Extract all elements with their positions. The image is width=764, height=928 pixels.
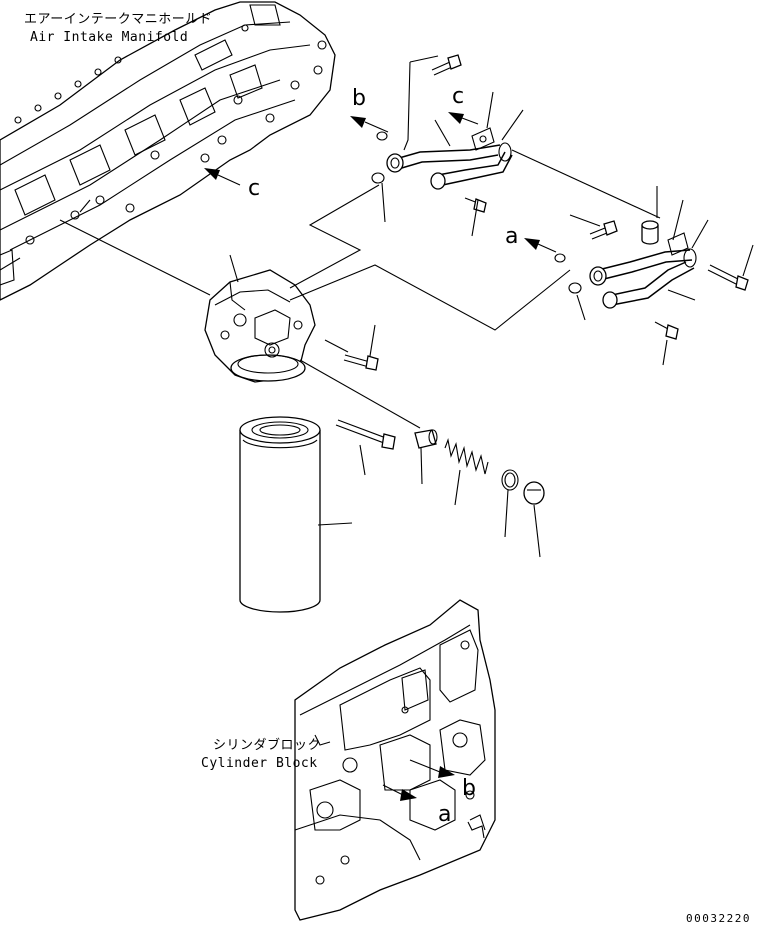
ref-b-block: b (462, 776, 476, 801)
arrow-a-block (382, 784, 417, 801)
bolt-top (431, 54, 462, 76)
ref-a-block: a (438, 802, 452, 827)
cylinder-block-label-en: Cylinder Block (201, 756, 318, 771)
oil-pipe-upper (386, 127, 513, 190)
o-ring (554, 253, 566, 263)
relief-valve (414, 429, 438, 449)
cylinder-block-label-jp: シリンダブロック (213, 738, 322, 753)
bolt-mid (464, 197, 487, 213)
arrow-c-manifold (204, 168, 241, 186)
cylinder-block (294, 599, 496, 921)
o-ring (376, 131, 388, 141)
oil-filter-head (204, 269, 316, 383)
air-intake-manifold-label-jp: エアーインテークマニホールド (24, 12, 213, 27)
bolt-lower-pipe (654, 321, 679, 340)
ref-b-top: b (352, 86, 366, 111)
bolt-right-pipe (707, 264, 749, 291)
o-ring (371, 172, 385, 184)
document-number: 00032220 (686, 912, 751, 925)
pipe-sleeve (641, 220, 659, 245)
ref-c-manifold: c (248, 176, 261, 201)
bolt-long (335, 419, 396, 450)
arrow-c-top (448, 112, 479, 125)
oil-pipe-lower (589, 232, 697, 309)
oil-filter-cartridge (239, 416, 321, 613)
block-detail (467, 821, 485, 839)
ref-c-top: c (452, 84, 465, 109)
snap-ring (501, 469, 519, 491)
plug (523, 481, 545, 505)
arrow-b-top (350, 116, 389, 133)
o-ring (568, 282, 582, 294)
air-intake-manifold (0, 1, 336, 301)
arrow-b-block (409, 759, 455, 778)
leader-lines (59, 55, 754, 558)
spring (444, 437, 489, 475)
air-intake-manifold-label-en: Air Intake Manifold (30, 30, 189, 45)
arrow-a-top (524, 238, 557, 253)
ref-a-top: a (505, 224, 519, 249)
bolt-filter-head (343, 354, 379, 371)
bolt-left-pipe (589, 220, 618, 240)
